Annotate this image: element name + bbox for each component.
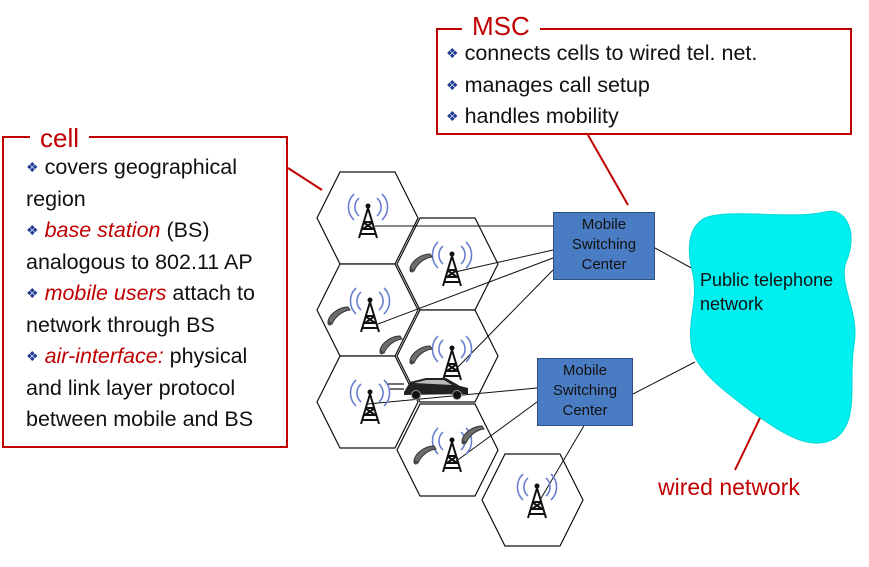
list-item: ❖manages call setup — [446, 72, 650, 97]
wired-network-label: wired network — [658, 474, 800, 500]
msc-box-bottom: Mobile Switching Center — [537, 358, 633, 426]
diamond-bullet-icon: ❖ — [26, 159, 39, 175]
list-item: ❖mobile users attach to network through … — [26, 281, 255, 337]
diamond-bullet-icon: ❖ — [446, 76, 459, 93]
hex-cell — [396, 403, 499, 497]
msc-box-label: Mobile Switching Center — [571, 216, 637, 273]
list-item: ❖connects cells to wired tel. net. — [446, 41, 758, 65]
cell-bullet-list: ❖covers geographical region ❖base statio… — [26, 152, 280, 436]
msc-box-top: Mobile Switching Center — [553, 212, 655, 280]
diamond-bullet-icon: ❖ — [26, 348, 39, 364]
public-telephone-network-label: Public telephone network — [700, 270, 834, 314]
car-icon — [388, 378, 468, 400]
msc-callout-pointer — [587, 134, 629, 206]
msc-bullet-list: ❖connects cells to wired tel. net. ❖mana… — [446, 38, 844, 133]
list-item: ❖handles mobility — [446, 104, 619, 128]
diamond-bullet-icon: ❖ — [26, 222, 39, 238]
msc-callout-title: MSC — [462, 12, 540, 40]
cell-callout: ❖covers geographical region ❖base statio… — [2, 136, 288, 448]
diamond-bullet-icon: ❖ — [446, 45, 459, 61]
list-item: ❖air-interface: physical and link layer … — [26, 344, 254, 431]
list-item: ❖base station (BS) analogous to 802.11 A… — [26, 218, 253, 274]
public-telephone-network-cloud — [688, 210, 856, 444]
diamond-bullet-icon: ❖ — [446, 108, 459, 124]
diamond-bullet-icon: ❖ — [26, 285, 39, 301]
msc-box-label: Mobile Switching Center — [552, 362, 618, 419]
msc-callout: ❖connects cells to wired tel. net. ❖mana… — [436, 28, 852, 135]
cell-callout-pointer — [287, 167, 323, 191]
hex-cell — [316, 171, 419, 265]
cell-callout-title: cell — [30, 124, 90, 152]
list-item: ❖covers geographical region — [26, 155, 237, 211]
